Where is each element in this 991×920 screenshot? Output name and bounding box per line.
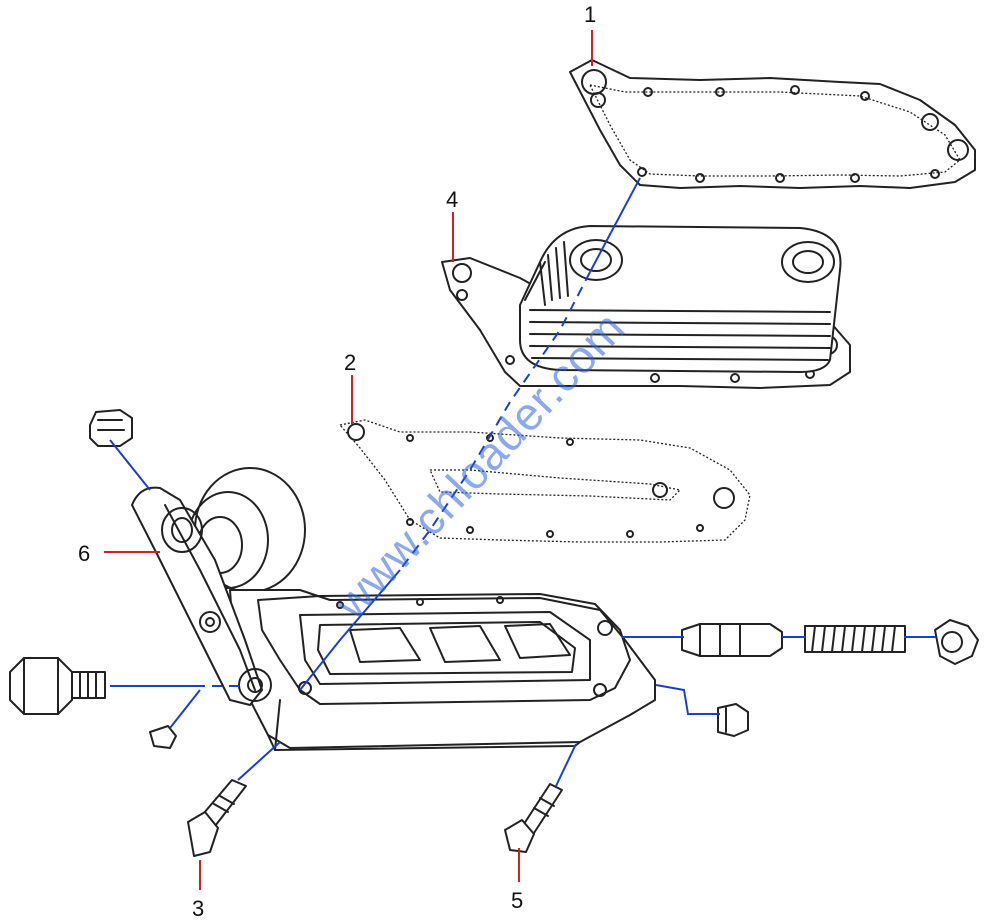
callout-5: 5 — [511, 888, 523, 913]
plug-right-lower — [717, 703, 749, 737]
clip-left — [149, 725, 177, 749]
gasket-part-2 — [338, 419, 751, 543]
assembly-lines — [109, 177, 936, 787]
callout-3: 3 — [192, 896, 204, 920]
watermark-text: www.chloader.com — [324, 301, 635, 629]
callout-1: 1 — [584, 2, 596, 27]
gasket-part-1 — [569, 59, 976, 189]
callout-6: 6 — [78, 541, 90, 566]
hex-bolt-left — [9, 657, 106, 715]
callout-leaders — [104, 30, 593, 890]
relief-spring — [804, 625, 906, 653]
bolt-part-3 — [187, 779, 247, 857]
callout-2: 2 — [344, 350, 356, 375]
cooler-housing — [131, 467, 656, 751]
threaded-plug-right — [934, 619, 979, 665]
callout-4: 4 — [446, 187, 458, 212]
plug-top-left — [89, 409, 133, 447]
cooler-core-part-4 — [441, 225, 851, 389]
bolt-part-5 — [504, 783, 563, 853]
valve-sleeve — [681, 623, 783, 657]
